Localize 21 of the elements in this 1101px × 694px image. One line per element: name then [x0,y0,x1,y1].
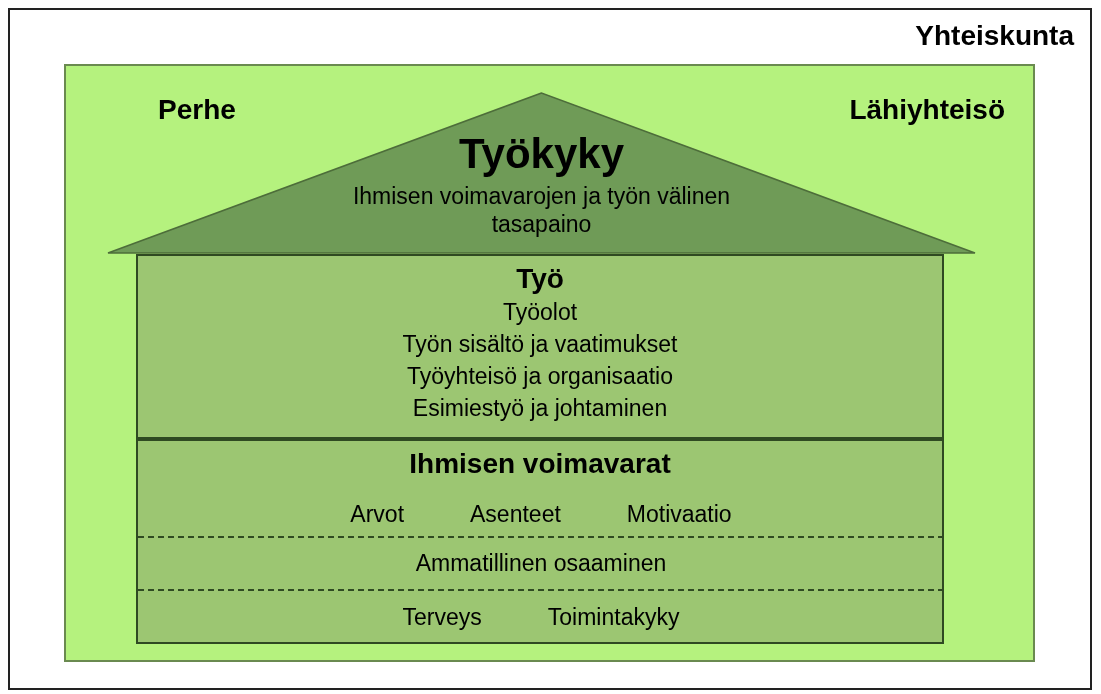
section-heading: Työ [516,262,564,296]
society-frame [8,8,1092,690]
list-item: Työolot [502,298,578,327]
factor-label: Ammatillinen osaaminen [415,550,667,577]
factor-label: Toimintakyky [547,604,680,631]
factor-label: Arvot [350,501,405,528]
house-section [136,254,944,439]
subtitle-text: Ihmisen voimavarojen ja työn välinen tasapaino [351,182,732,238]
region-label: Perhe [158,94,236,126]
list-item: Esimiestyö ja johtaminen [412,394,668,423]
community-area [64,64,1035,662]
region-label: Lähiyhteisö [849,94,1005,126]
section-heading: Ihmisen voimavarat [409,447,671,481]
list-item: Työyhteisö ja organisaatio [407,362,673,391]
title-text: Työkyky [459,130,624,178]
factor-label: Motivaatio [626,501,732,528]
factor-label: Terveys [402,604,482,631]
house-section [136,439,944,644]
factor-label: Asenteet [470,501,561,528]
list-item: Työn sisältö ja vaatimukset [402,330,678,359]
region-label: Yhteiskunta [915,20,1074,52]
